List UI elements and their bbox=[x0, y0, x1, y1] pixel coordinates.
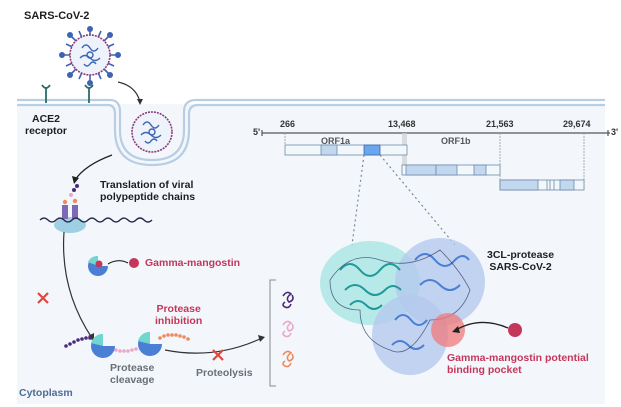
receptor-label: ACE2 receptor bbox=[25, 113, 67, 137]
ace2-receptor-bound-icon bbox=[84, 84, 94, 103]
products-bracket bbox=[269, 279, 276, 387]
proteolysis-cross-icon bbox=[212, 349, 224, 361]
blocked-pathway-line bbox=[62, 231, 93, 339]
entry-arrow-icon bbox=[117, 81, 141, 103]
inhibitor-label: Gamma-mangostin bbox=[145, 257, 241, 269]
ribosome-icon bbox=[54, 184, 86, 233]
ace2-receptor-icon bbox=[41, 84, 51, 103]
protease-cleavage-line2: cleavage bbox=[110, 374, 155, 387]
3cl-protease-structure-icon bbox=[320, 238, 485, 375]
3cl-protease-line2: SARS-CoV-2 bbox=[489, 261, 552, 274]
cell-membrane bbox=[17, 98, 605, 167]
proteolysis-label: Proteolysis bbox=[196, 367, 253, 379]
inhibited-protease-icon bbox=[88, 255, 108, 276]
binding-pocket-line1: Gamma-mangostin potential bbox=[447, 352, 589, 364]
orf1a-label: ORF1a bbox=[321, 136, 351, 146]
endocytosed-virion-icon bbox=[131, 111, 173, 153]
3cl-protease-line1: 3CL-protease bbox=[487, 249, 555, 261]
protease-cleavage-enzyme-icon bbox=[91, 333, 115, 358]
pocket-arrow-icon bbox=[455, 321, 509, 331]
peptide-purple-icon bbox=[282, 291, 294, 309]
peptide-pink-icon bbox=[282, 320, 294, 338]
3cl-protease-label: 3CL-protease SARS-CoV-2 bbox=[487, 249, 554, 273]
protease-inhibition-line2: inhibition bbox=[155, 315, 203, 328]
binding-pocket-highlight bbox=[431, 313, 465, 347]
gamma-mangostin-ligand-icon bbox=[508, 323, 522, 337]
inhibitor-binding-arrow-icon bbox=[107, 260, 129, 265]
protease-inhibition-line1: Protease bbox=[156, 303, 201, 315]
translation-label-line1: Translation of viral bbox=[100, 179, 194, 191]
zoom-guide-lines bbox=[351, 154, 456, 246]
orf1b-label: ORF1b bbox=[441, 136, 471, 146]
protease-cleavage-label: Protease cleavage bbox=[110, 362, 154, 386]
blocked-cross-icon bbox=[37, 292, 49, 304]
peptide-orange-icon bbox=[282, 350, 294, 368]
genome-map bbox=[261, 130, 610, 191]
protease-inhibited-enzyme-icon bbox=[138, 331, 162, 356]
genome-position-13468: 13,468 bbox=[388, 119, 416, 129]
protease-inhibition-label: Protease inhibition bbox=[155, 303, 202, 327]
translation-label: Translation of viral polypeptide chains bbox=[100, 179, 195, 203]
receptor-label-line1: ACE2 bbox=[32, 113, 61, 125]
protease-cleavage-line1: Protease bbox=[110, 362, 155, 374]
virus-label: SARS-CoV-2 bbox=[24, 10, 90, 22]
gamma-mangostin-molecule-icon bbox=[129, 258, 139, 268]
genome-position-21563: 21,563 bbox=[486, 119, 514, 129]
binding-pocket-label: Gamma-mangostin potential binding pocket bbox=[447, 352, 589, 376]
cytoplasm-label: Cytoplasm bbox=[19, 387, 73, 399]
binding-pocket-line2: binding pocket bbox=[447, 364, 522, 377]
translation-label-line2: polypeptide chains bbox=[100, 191, 196, 204]
receptor-label-line2: receptor bbox=[25, 125, 68, 138]
genome-position-29674: 29,674 bbox=[563, 119, 591, 129]
genome-3prime-label: 3' bbox=[611, 127, 619, 137]
mrna-strand-icon bbox=[39, 217, 153, 223]
genome-5prime-label: 5' bbox=[253, 127, 261, 137]
genome-position-266: 266 bbox=[280, 119, 296, 129]
3cl-protease-gene-segment bbox=[363, 144, 381, 156]
sars-cov-2-virus-icon bbox=[59, 26, 121, 86]
